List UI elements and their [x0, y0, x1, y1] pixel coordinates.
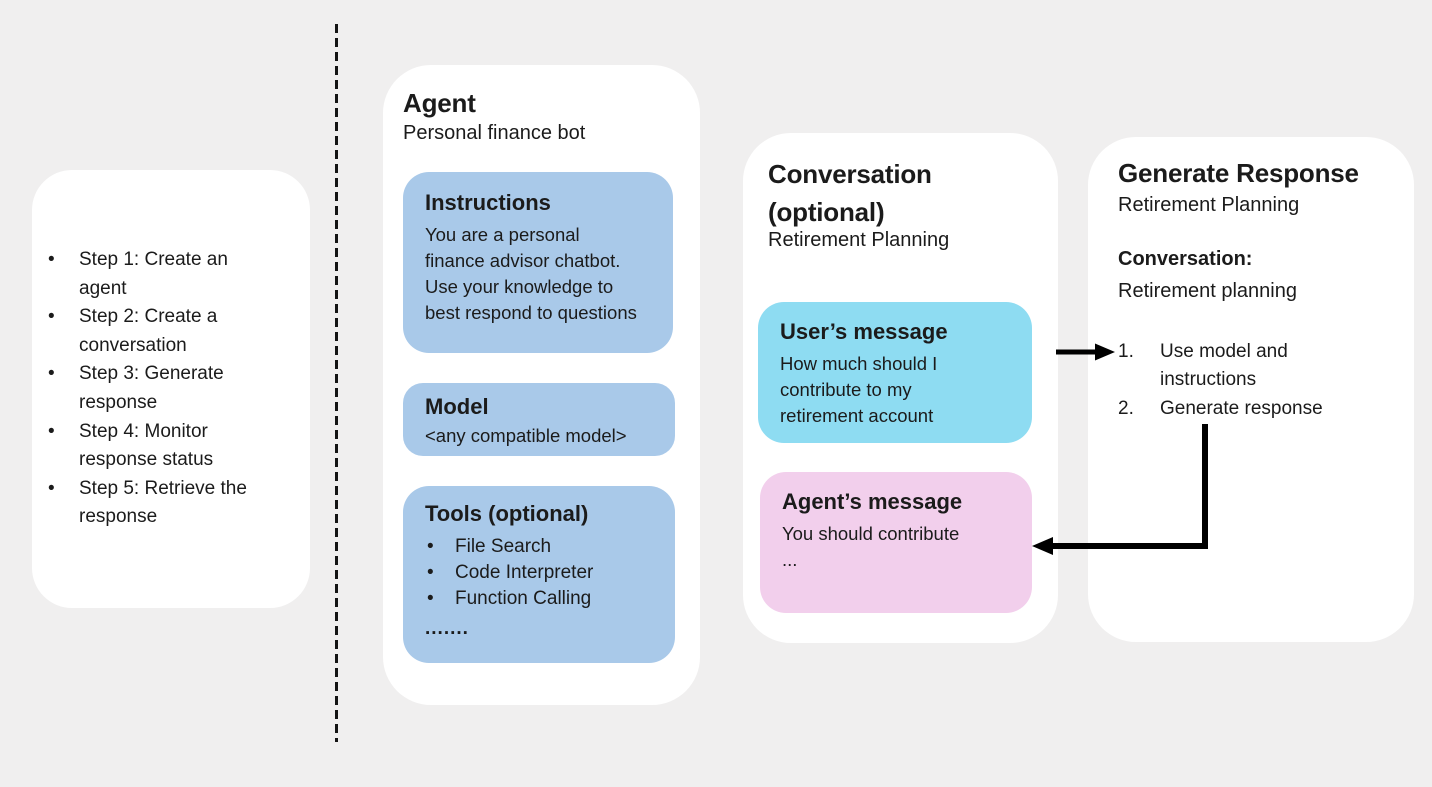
steps-list: • Step 1: Create an agent • Step 2: Crea…	[48, 246, 271, 532]
agent-message-title: Agent’s message	[782, 489, 963, 514]
steps-panel: • Step 1: Create an agent • Step 2: Crea…	[32, 170, 310, 608]
tools-box: Tools (optional) • File Search • Code In…	[403, 486, 675, 663]
list-item: • Code Interpreter	[425, 560, 653, 586]
agent-card: Agent Personal finance bot Instructions …	[383, 65, 700, 705]
generate-card-title: Generate Response	[1118, 158, 1359, 188]
tool-label: File Search	[455, 536, 552, 557]
list-item: • Step 4: Monitor response status	[48, 418, 271, 475]
tools-ellipsis: .......	[425, 618, 469, 639]
list-item: • File Search	[425, 534, 653, 560]
generate-conversation-value: Retirement planning	[1118, 280, 1297, 302]
step-label: Step 5: Retrieve the response	[79, 477, 247, 528]
list-item: • Step 5: Retrieve the response	[48, 475, 271, 532]
dashed-divider	[335, 24, 338, 742]
user-message-box: User’s message How much should I contrib…	[758, 302, 1032, 443]
list-item: • Step 1: Create an agent	[48, 246, 271, 303]
agent-message-body: You should contribute ...	[782, 523, 960, 570]
bullet-icon: •	[427, 588, 434, 609]
list-item: 2. Generate response	[1118, 395, 1356, 423]
list-item: 1. Use model and instructions	[1118, 338, 1356, 395]
user-message-body: How much should I contribute to my retir…	[780, 353, 938, 426]
bullet-icon: •	[48, 477, 55, 499]
bullet-icon: •	[48, 249, 55, 270]
step-label: Step 3: Generate response	[79, 363, 224, 413]
list-item: • Function Calling	[425, 586, 653, 612]
generate-card-subtitle: Retirement Planning	[1118, 194, 1300, 216]
conversation-title-line1: Conversation	[768, 159, 932, 189]
bullet-icon: •	[427, 536, 434, 557]
conversation-card: Conversation (optional) Retirement Plann…	[743, 133, 1058, 643]
instructions-title: Instructions	[425, 190, 551, 215]
instructions-body: You are a personal finance advisor chatb…	[425, 224, 637, 323]
step-number: 1.	[1118, 341, 1134, 362]
model-body: <any compatible model>	[425, 425, 627, 446]
list-item: • Step 3: Generate response	[48, 360, 271, 417]
generate-response-card: Generate Response Retirement Planning Co…	[1088, 137, 1414, 642]
bullet-icon: •	[48, 306, 55, 328]
tool-label: Function Calling	[455, 588, 592, 609]
bullet-icon: •	[48, 363, 55, 385]
step-label: Step 1: Create an agent	[79, 249, 228, 299]
step-label: Use model and instructions	[1160, 341, 1288, 391]
step-label: Generate response	[1160, 397, 1323, 419]
model-box: Model <any compatible model>	[403, 383, 675, 456]
conversation-card-title: Conversation (optional)	[768, 155, 932, 231]
agent-card-title: Agent	[403, 88, 476, 118]
step-label: Step 4: Monitor response status	[79, 420, 214, 471]
user-message-title: User’s message	[780, 319, 948, 344]
tools-list: • File Search • Code Interpreter • Funct…	[425, 534, 653, 612]
step-number: 2.	[1118, 397, 1134, 419]
tools-title: Tools (optional)	[425, 501, 589, 526]
bullet-icon: •	[48, 420, 55, 442]
conversation-title-line2: (optional)	[768, 197, 885, 227]
generate-conversation-label: Conversation:	[1118, 248, 1253, 270]
generate-steps-list: 1. Use model and instructions 2. Generat…	[1118, 338, 1356, 423]
conversation-card-subtitle: Retirement Planning	[768, 229, 950, 251]
list-item: • Step 2: Create a conversation	[48, 303, 271, 360]
instructions-box: Instructions You are a personal finance …	[403, 172, 673, 353]
tool-label: Code Interpreter	[455, 562, 594, 583]
agent-card-subtitle: Personal finance bot	[403, 122, 586, 144]
bullet-icon: •	[427, 562, 434, 583]
model-title: Model	[425, 394, 489, 419]
step-label: Step 2: Create a conversation	[79, 306, 218, 356]
agent-message-box: Agent’s message You should contribute ..…	[760, 472, 1032, 613]
